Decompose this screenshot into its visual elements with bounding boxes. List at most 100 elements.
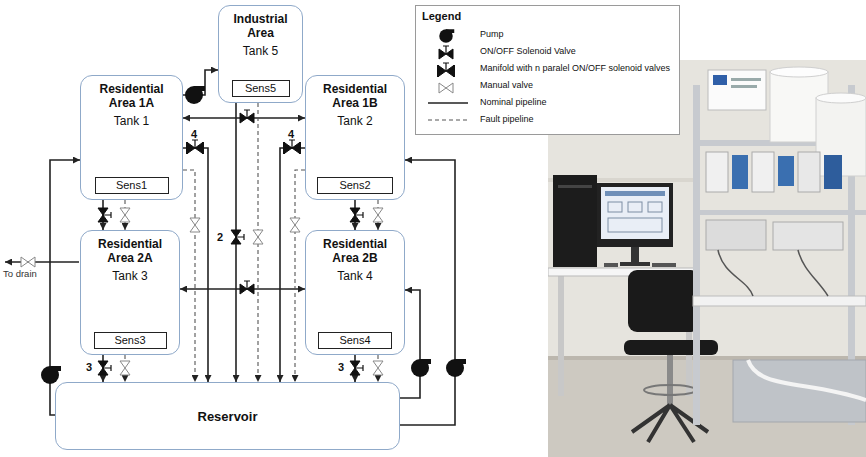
lab-photo [706, 152, 728, 192]
tank-number: Tank 2 [337, 114, 372, 128]
legend-symbol [422, 112, 474, 128]
callout-number: 2 [217, 231, 223, 244]
lab-photo [824, 155, 842, 189]
legend-symbol [422, 27, 474, 43]
lab-photo [548, 360, 866, 457]
legend-row: Manual valve [422, 77, 673, 94]
manifold-valve [187, 140, 203, 154]
lab-photo [770, 67, 828, 77]
lab-photo [620, 262, 650, 266]
lab-photo [597, 183, 673, 247]
manual-valve [373, 361, 383, 375]
lab-photo [558, 276, 564, 396]
lab-photo [773, 222, 843, 250]
lab-photo [553, 175, 597, 267]
legend-row: Fault pipeline [422, 111, 673, 128]
lab-photo [752, 152, 774, 192]
lab-photo [731, 78, 761, 81]
drain-pipe [5, 261, 79, 263]
lab-photo [693, 210, 866, 215]
sensor-box: Sens4 [318, 332, 392, 349]
lab-photo [708, 70, 766, 110]
callout-number: 4 [191, 128, 197, 141]
lab-photo [601, 187, 669, 239]
sensor-label: Sens3 [114, 334, 145, 347]
lab-photo [816, 93, 866, 103]
legend-row: ON/OFF Solenoid Valve [422, 43, 673, 60]
tank-box: Residential Area 1A Tank 1 Sens1 [80, 75, 183, 200]
lab-photo [733, 360, 866, 422]
sensor-label: Sens1 [116, 179, 147, 192]
solenoid-valve [98, 361, 111, 375]
legend-line [428, 119, 468, 120]
legend-text: Fault pipeline [480, 114, 534, 125]
legend-symbol [422, 61, 474, 77]
pump-symbol [411, 359, 431, 377]
lab-photo [706, 220, 766, 250]
solenoid-valve [98, 208, 111, 222]
tank-number: Tank 5 [243, 44, 278, 58]
lab-photo [608, 202, 622, 212]
legend-row: Manifold with n paralel ON/OFF solenoid … [422, 60, 673, 77]
legend-box: LegendPumpON/OFF Solenoid ValveManifold … [415, 5, 680, 135]
tank-name: Residential Area 1B [310, 83, 400, 111]
manual-valve [21, 257, 35, 267]
manual-valve [120, 208, 130, 222]
callout-number: 3 [338, 361, 344, 374]
pump-symbol [446, 359, 466, 377]
fault-pipeline [295, 170, 305, 382]
sensor-label: Sens2 [339, 179, 370, 192]
solenoid-valve [240, 110, 254, 123]
legend-text: ON/OFF Solenoid Valve [480, 46, 576, 57]
nominal-pipeline [400, 160, 455, 425]
solenoid-valve [350, 208, 363, 222]
tank-number: Tank 1 [114, 114, 149, 128]
tank-name: Residential Area 1A [85, 83, 178, 111]
callout-number: 4 [288, 128, 294, 141]
lab-photo [604, 263, 618, 267]
lab-photo [605, 191, 665, 196]
lab-photo [644, 385, 696, 395]
tank-box: Residential Area 1B Tank 2 Sens2 [305, 75, 405, 200]
legend-row: Nominal pipeline [422, 94, 673, 111]
manual-valve [373, 208, 383, 222]
manual-valve [120, 361, 130, 375]
sensor-label: Sens4 [339, 334, 370, 347]
sensor-box: Sens1 [95, 177, 169, 194]
sensor-box: Sens5 [232, 80, 290, 97]
tank-name: Industrial Area [223, 13, 298, 41]
legend-symbol [422, 44, 474, 60]
legend-symbol [439, 46, 453, 59]
fault-pipeline [183, 170, 195, 382]
lab-photo [798, 152, 820, 192]
sensor-box: Sens3 [94, 332, 167, 349]
lab-photo [608, 218, 662, 232]
lab-photo [778, 156, 794, 186]
lab-photo [713, 75, 727, 85]
nominal-pipeline [280, 148, 305, 382]
solenoid-valve [350, 361, 363, 375]
manifold-valve [284, 140, 300, 154]
legend-text: Nominal pipeline [480, 97, 547, 108]
tank-number: Tank 3 [112, 269, 147, 283]
reservoir-box: Reservoir [55, 382, 400, 450]
lab-photo [624, 340, 718, 355]
lab-photo [652, 263, 676, 267]
manual-valve [190, 218, 200, 232]
solenoid-valve [240, 281, 254, 294]
pump-symbol [185, 86, 205, 104]
tank-box: Industrial AreaTank 5 Sens5 [218, 5, 303, 103]
legend-symbol [439, 83, 453, 93]
legend-title: Legend [422, 10, 673, 23]
tank-name: Residential Area 2A [85, 238, 175, 266]
lab-photo [648, 202, 662, 212]
tank-box: Residential Area 2A Tank 3 Sens3 [80, 230, 180, 355]
lab-photo [548, 356, 866, 360]
lab-photo [718, 250, 828, 296]
legend-text: Pump [480, 29, 504, 40]
tank-name: Residential Area 2B [310, 238, 400, 266]
lab-photo [748, 360, 866, 400]
lab-photo [731, 85, 757, 88]
